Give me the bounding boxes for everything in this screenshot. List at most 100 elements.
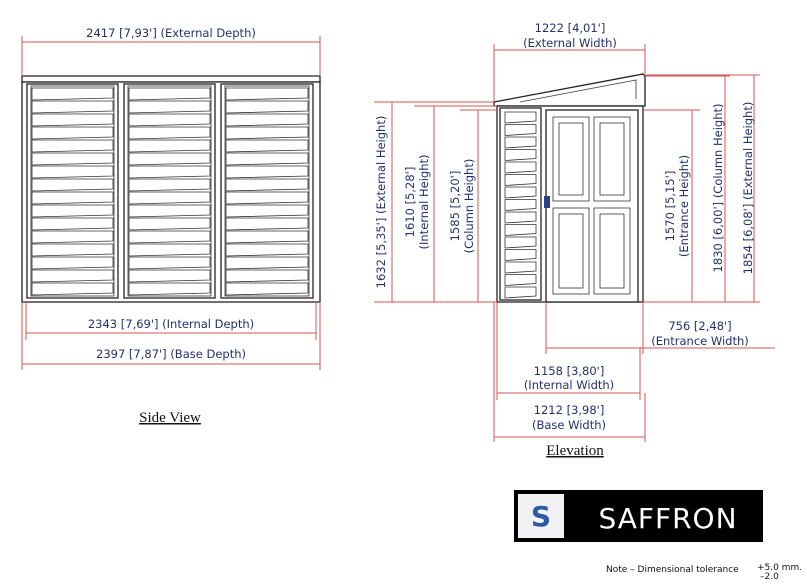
louvre-slat (128, 152, 211, 166)
louvre-slat (31, 100, 114, 114)
side-panel (220, 83, 314, 299)
louvre-slat (504, 236, 537, 249)
louvre-slat (225, 217, 309, 231)
louvre-slat (225, 243, 309, 257)
door-handle (544, 196, 550, 208)
external-width-value: 1222 [4,01'] (535, 21, 606, 35)
louvre-slat (225, 269, 309, 283)
louvre-slat (31, 87, 114, 101)
louvre-slat (225, 87, 309, 101)
louvre-slat (504, 286, 537, 299)
louvre-slat (225, 152, 309, 166)
louvre-slat (128, 204, 211, 218)
louvre-slat (31, 113, 114, 127)
louvre-slat (128, 269, 211, 283)
louvre-slat (504, 249, 537, 261)
saffron-logo: S SAFFRON (514, 490, 763, 542)
louvre-slat (31, 256, 114, 270)
louvre-slat (128, 217, 211, 231)
entrance-height-value: 1570 [5,15'] (663, 171, 677, 242)
louvre-slat (128, 282, 211, 296)
louvre-slat (504, 149, 537, 161)
internal-width-label: (Internal Width) (524, 378, 614, 392)
louvre-slat (225, 230, 309, 244)
door (545, 109, 639, 303)
external-height-right-label: 1854 [6,08'] (External Height) (741, 102, 755, 275)
louvre-slat (225, 165, 309, 179)
louvre-slat (504, 199, 537, 211)
louvre-slat (31, 217, 114, 231)
louvre-slat (225, 126, 309, 140)
louvre-slat (31, 230, 114, 244)
louvre-slat (504, 124, 537, 136)
louvre-slat (31, 191, 114, 205)
side-panel (123, 83, 216, 299)
louvre-slat (31, 269, 114, 283)
louvre-slat (225, 204, 309, 218)
louvre-slat (31, 165, 114, 179)
louvre-slat (31, 204, 114, 218)
louvre-slat (504, 174, 537, 186)
base-depth-label: 2397 [7,87'] (Base Depth) (96, 347, 246, 361)
louvre-slat (128, 165, 211, 179)
louvre-slat (128, 126, 211, 140)
entrance-width-label: (Entrance Width) (651, 334, 749, 348)
internal-height-label: (Internal Height) (417, 155, 431, 250)
louvre-slat (31, 126, 114, 140)
internal-width-value: 1158 [3,80'] (534, 364, 605, 378)
louvre-slat (504, 186, 537, 199)
louvre-slat (31, 243, 114, 257)
logo-mark: S (531, 500, 551, 533)
louvre-slat (31, 152, 114, 166)
tolerance-plus: +5.0 mm. (757, 563, 802, 573)
louvre-slat (225, 139, 309, 153)
external-depth-label: 2417 [7,93'] (External Depth) (86, 26, 256, 40)
louvre-slat (31, 282, 114, 296)
louvre-slat (128, 178, 211, 192)
elevation-caption: Elevation (546, 443, 604, 459)
base-width-label: (Base Width) (532, 418, 606, 432)
louvre-slat (225, 178, 309, 192)
louvre-slat (128, 100, 211, 114)
external-height-left-label: 1632 [5,35'] (External Height) (374, 116, 388, 289)
louvre-slat (504, 224, 537, 236)
louvre-column (499, 107, 542, 301)
louvre-slat (504, 261, 537, 274)
louvre-slat (128, 191, 211, 205)
louvre-slat (504, 111, 537, 124)
base-width-value: 1212 [3,98'] (534, 403, 605, 417)
elevation-roof (493, 73, 646, 107)
internal-height-value: 1610 [5,28'] (403, 167, 417, 238)
louvre-slat (128, 230, 211, 244)
louvre-slat (128, 243, 211, 257)
entrance-height-label: (Entrance Height) (677, 155, 691, 257)
tolerance-note: Note – Dimensional tolerance (606, 565, 739, 575)
louvre-slat (504, 274, 537, 286)
logo-name: SAFFRON (598, 502, 737, 535)
column-height-right-label: 1830 [6,00'] (Column Height) (711, 103, 725, 272)
louvre-slat (128, 113, 211, 127)
internal-depth-label: 2343 [7,69'] (Internal Depth) (88, 317, 254, 331)
louvre-slat (504, 136, 537, 149)
side-view-caption: Side View (139, 410, 201, 426)
side-roof (21, 75, 321, 83)
louvre-slat (504, 161, 537, 174)
louvre-slat (31, 178, 114, 192)
louvre-slat (31, 139, 114, 153)
column-height-left-value: 1585 [5,20'] (448, 171, 462, 242)
louvre-slat (225, 191, 309, 205)
louvre-slat (128, 139, 211, 153)
louvre-slat (225, 100, 309, 114)
tolerance-minus: –2.0 (760, 572, 779, 582)
louvre-slat (504, 211, 537, 224)
louvre-slat (128, 256, 211, 270)
louvre-slat (128, 87, 211, 101)
side-panel (26, 83, 119, 299)
entrance-width-value: 756 [2,48'] (668, 319, 731, 333)
column-height-left-label: (Column Height) (462, 159, 476, 254)
side-view: 2417 [7,93'] (External Depth) 2343 [7,69… (21, 26, 321, 426)
louvre-slat (225, 282, 309, 296)
elevation-view: 1222 [4,01'] (External Width) 1632 [5,35… (374, 21, 775, 459)
external-width-label: (External Width) (523, 36, 617, 50)
